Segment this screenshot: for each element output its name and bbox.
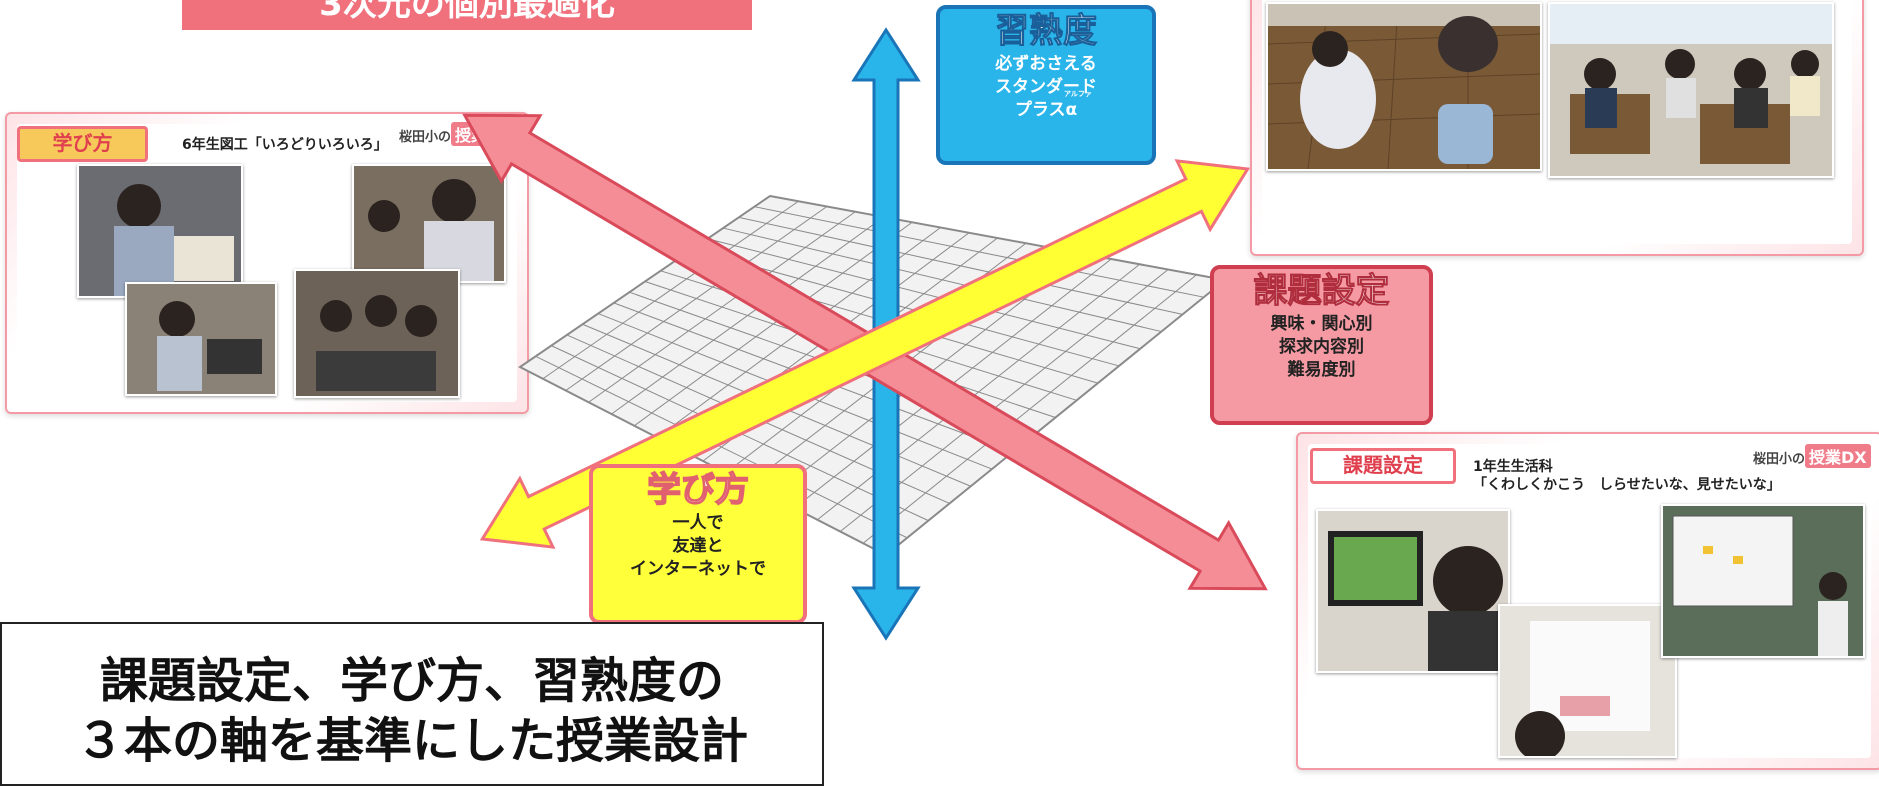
slide-tag-learning-style: 学び方: [17, 126, 148, 162]
slide-caption-line1: 1年生生活科: [1473, 459, 1553, 475]
learning-style-heading: 学び方: [646, 469, 750, 511]
classroom-photo: [1266, 2, 1542, 171]
task-setting-item: 興味・関心別: [1270, 314, 1373, 334]
slide-top-right: [1250, 0, 1864, 256]
three-axis-diagram: [462, 27, 1268, 641]
slide-caption-line2: 「くわしくかこう しらせたいな、見せたいな」: [1473, 477, 1781, 493]
art-class-photo: [294, 269, 460, 398]
caption-line2: ３本の軸を基準にした授業設計: [75, 713, 748, 769]
art-class-photo: [77, 164, 243, 298]
proficiency-item: プラスα アルファ: [940, 90, 1152, 122]
slide-tag-task-setting: 課題設定: [1310, 448, 1456, 484]
grid-line: [817, 263, 1140, 521]
learning-style-item: 友達と: [672, 536, 724, 556]
brand-mark: 授業DX: [1805, 444, 1871, 468]
tablet-photo: [1316, 509, 1510, 673]
task-setting-item: 探求内容別: [1279, 337, 1364, 357]
brand-logo: 桜田小の授業DX: [1753, 444, 1871, 468]
proficiency-label-box: 習熟度 必ずおさえる スタンダード プラスα アルファ: [936, 5, 1156, 165]
whiteboard-photo: [1661, 504, 1865, 658]
proficiency-item: スタンダード: [995, 77, 1097, 97]
title-banner: 3次元の個別最適化: [182, 0, 752, 30]
slide-caption: 6年生図工「いろどりいろいろ」: [182, 137, 388, 153]
learning-style-axis-arrow: [479, 159, 1251, 549]
worksheet-photo: [1498, 604, 1677, 758]
classroom-photo: [1548, 2, 1834, 178]
task-setting-heading: 課題設定: [1253, 271, 1390, 312]
proficiency-ruby: アルファ: [1064, 90, 1092, 98]
learning-style-item: インターネットで: [630, 559, 766, 579]
art-class-photo: [125, 282, 277, 396]
learning-style-item: 一人で: [672, 513, 724, 533]
learning-style-label-box: 学び方 一人で 友達と インターネットで: [589, 464, 807, 624]
proficiency-item-text: プラスα: [1014, 100, 1078, 120]
proficiency-item: 必ずおさえる: [995, 54, 1097, 74]
caption-box: 課題設定、学び方、習熟度の ３本の軸を基準にした授業設計: [0, 622, 824, 786]
slide-task-setting: 課題設定 1年生生活科 「くわしくかこう しらせたいな、見せたいな」 桜田小の授…: [1296, 432, 1879, 770]
grid-line: [862, 274, 1197, 544]
task-setting-item: 難易度別: [1287, 360, 1356, 380]
task-setting-label-box: 課題設定 興味・関心別 探求内容別 難易度別: [1210, 265, 1433, 425]
art-class-photo: [352, 164, 506, 283]
grid-line: [535, 355, 908, 539]
proficiency-heading: 習熟度: [995, 11, 1098, 52]
brand-prefix: 桜田小の: [1753, 452, 1806, 467]
brand-prefix: 桜田小の: [399, 130, 452, 145]
caption-line1: 課題設定、学び方、習熟度の: [99, 653, 724, 709]
